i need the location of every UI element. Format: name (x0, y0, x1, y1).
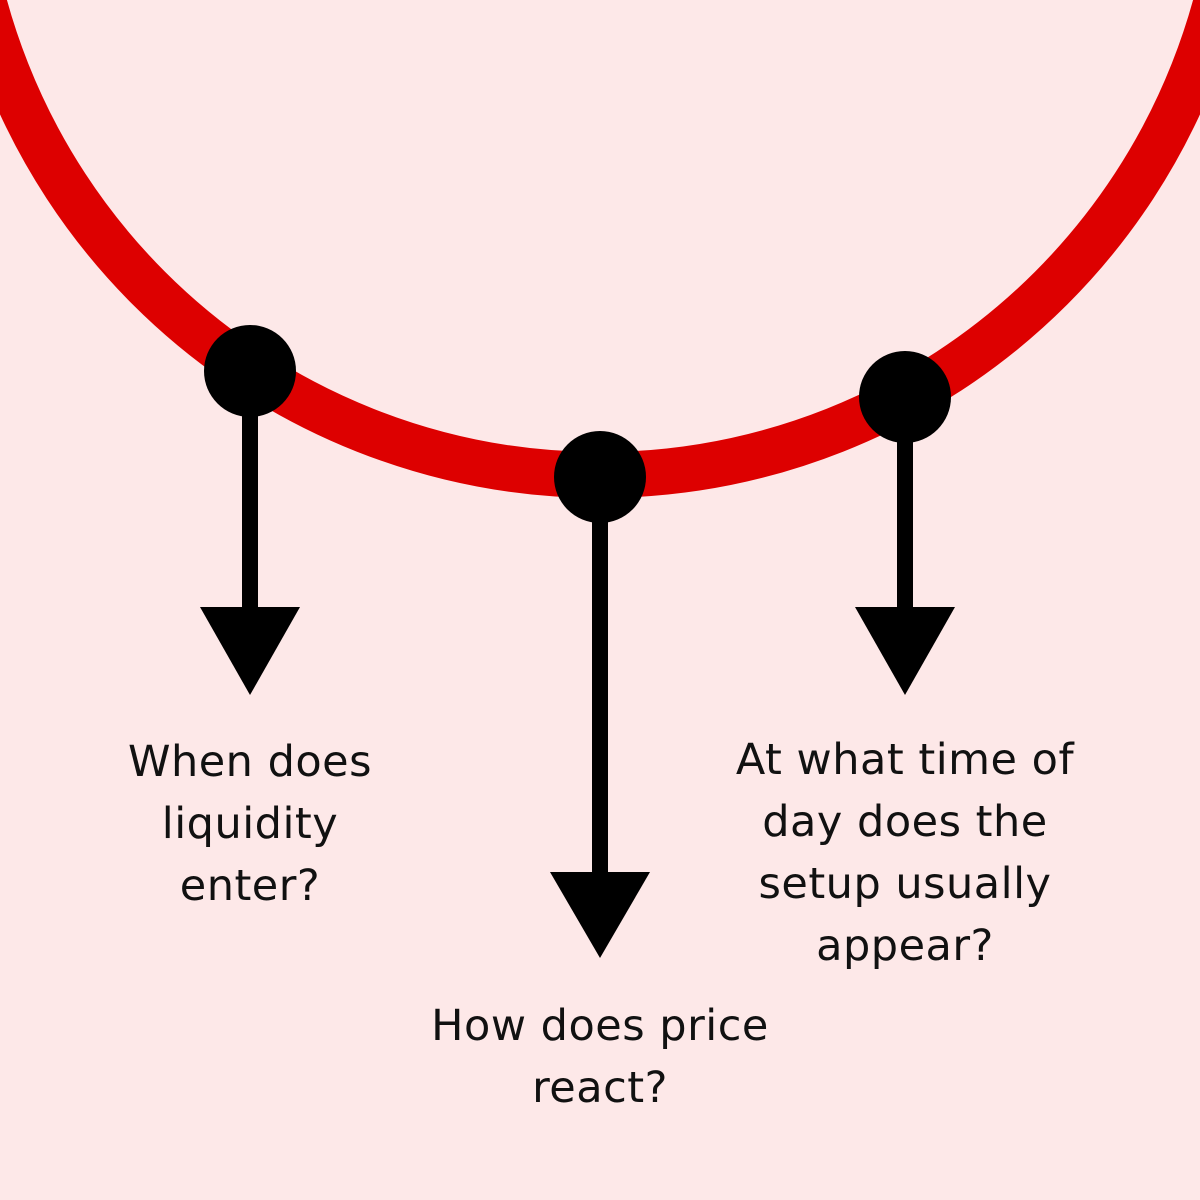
marker-liquidity (200, 325, 300, 695)
label-line: At what time of (735, 735, 1075, 785)
arrow-down-icon (550, 872, 650, 958)
question-price: How does price react? (370, 995, 830, 1119)
label-line: setup usually (758, 859, 1052, 909)
arrow-shaft (592, 477, 608, 877)
arrow-down-icon (200, 607, 300, 695)
point-dot (204, 325, 296, 417)
arrow-down-icon (855, 607, 955, 695)
label-line: day does the (762, 797, 1048, 847)
label-line: appear? (816, 921, 994, 971)
point-dot (554, 431, 646, 523)
arrow-shaft (897, 397, 913, 612)
arrow-shaft (242, 370, 258, 615)
marker-time (855, 351, 955, 695)
question-liquidity: When does liquidity enter? (50, 731, 450, 917)
label-line: react? (532, 1063, 668, 1113)
label-line: liquidity (161, 799, 339, 849)
marker-price (550, 431, 650, 958)
red-curve (0, 0, 1200, 498)
label-line: enter? (179, 861, 321, 911)
point-dot (859, 351, 951, 443)
question-time: At what time of day does the setup usual… (680, 729, 1130, 977)
label-line: How does price (431, 1001, 769, 1051)
label-line: When does (127, 737, 373, 787)
